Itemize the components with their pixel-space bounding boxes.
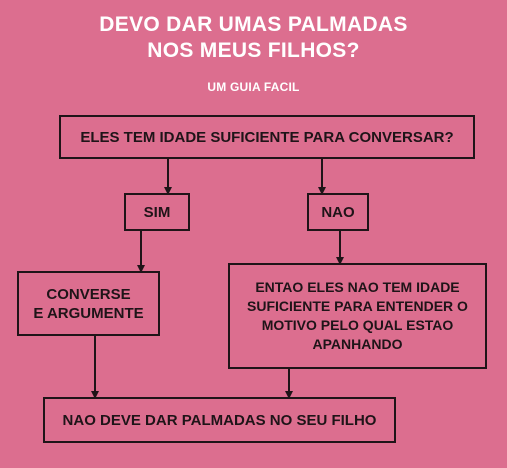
conclusion-box: NAO DEVE DAR PALMADAS NO SEU FILHO xyxy=(43,397,396,443)
no-age-box: ENTAO ELES NAO TEM IDADE SUFICIENTE PARA… xyxy=(228,263,487,369)
page-subtitle: UM GUIA FACIL xyxy=(207,80,300,94)
no-age-line-3: MOTIVO PELO QUAL ESTAO xyxy=(261,317,454,333)
no-age-line-2: SUFICIENTE PARA ENTENDER O xyxy=(247,298,468,314)
page-title: DEVO DAR UMAS PALMADAS NOS MEUS FILHOS? xyxy=(0,12,507,64)
talk-line-1: CONVERSE xyxy=(46,285,131,303)
question-box: ELES TEM IDADE SUFICIENTE PARA CONVERSAR… xyxy=(59,115,475,159)
conclusion-text: NAO DEVE DAR PALMADAS NO SEU FILHO xyxy=(62,411,377,429)
title-line-2: NOS MEUS FILHOS? xyxy=(147,39,360,62)
talk-box: CONVERSE E ARGUMENTE xyxy=(17,271,160,336)
yes-box: SIM xyxy=(124,193,190,231)
talk-line-2: E ARGUMENTE xyxy=(33,304,144,322)
no-age-line-4: APANHANDO xyxy=(312,336,403,352)
question-text: ELES TEM IDADE SUFICIENTE PARA CONVERSAR… xyxy=(80,128,454,146)
yes-text: SIM xyxy=(143,203,171,221)
no-age-line-1: ENTAO ELES NAO TEM IDADE xyxy=(255,279,460,295)
title-line-1: DEVO DAR UMAS PALMADAS xyxy=(99,13,408,36)
no-text: NAO xyxy=(321,203,355,221)
no-box: NAO xyxy=(307,193,369,231)
